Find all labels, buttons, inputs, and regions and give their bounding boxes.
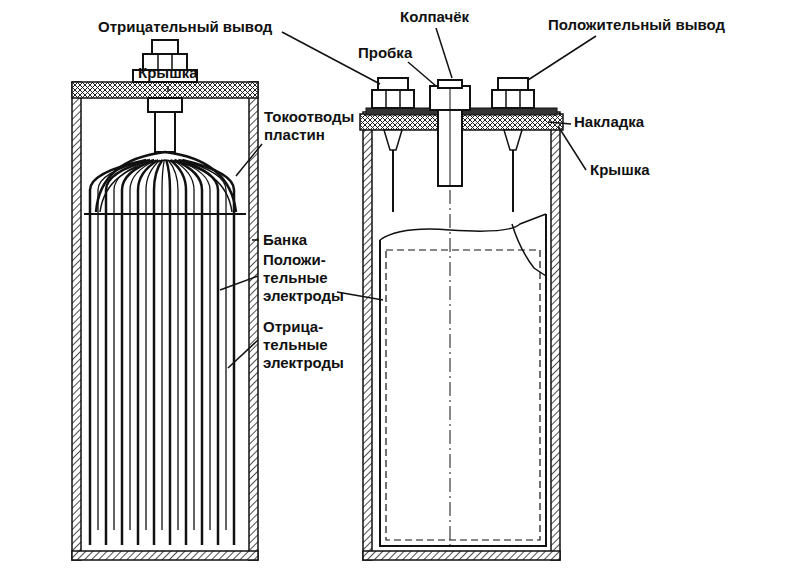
electrode-plate bbox=[168, 160, 178, 530]
electrode-plate bbox=[130, 160, 156, 530]
part-label: Крышка bbox=[590, 161, 649, 179]
electrode-plate bbox=[162, 160, 164, 530]
part-label: Накладка bbox=[574, 113, 644, 131]
part-label: Положи- тельные электроды bbox=[263, 251, 344, 305]
part-label: Колпачёк bbox=[400, 8, 469, 26]
right-cell bbox=[360, 78, 563, 560]
electrode-plate bbox=[172, 160, 194, 530]
left-cell bbox=[72, 40, 258, 560]
part-label: Пробка bbox=[358, 44, 412, 62]
electrode-plate bbox=[106, 160, 150, 545]
electrode-plate bbox=[178, 160, 218, 545]
part-label: Отрицательный вывод bbox=[98, 18, 272, 36]
electrode-plate bbox=[170, 160, 186, 545]
electrode-plate bbox=[166, 160, 170, 545]
part-label: Токоотводы пластин bbox=[264, 108, 354, 144]
part-label: Отрица- тельные электроды bbox=[263, 318, 344, 372]
leader-lines bbox=[168, 28, 596, 368]
electrode-plate bbox=[176, 160, 210, 530]
part-label: Крышка bbox=[138, 64, 197, 82]
electrode-plate bbox=[180, 160, 226, 530]
part-label: Положительный вывод bbox=[548, 16, 725, 34]
electrode-plate bbox=[154, 160, 162, 545]
electrode-plate bbox=[174, 160, 202, 545]
electrode-plate bbox=[182, 160, 234, 545]
part-label: Банка bbox=[263, 231, 307, 249]
